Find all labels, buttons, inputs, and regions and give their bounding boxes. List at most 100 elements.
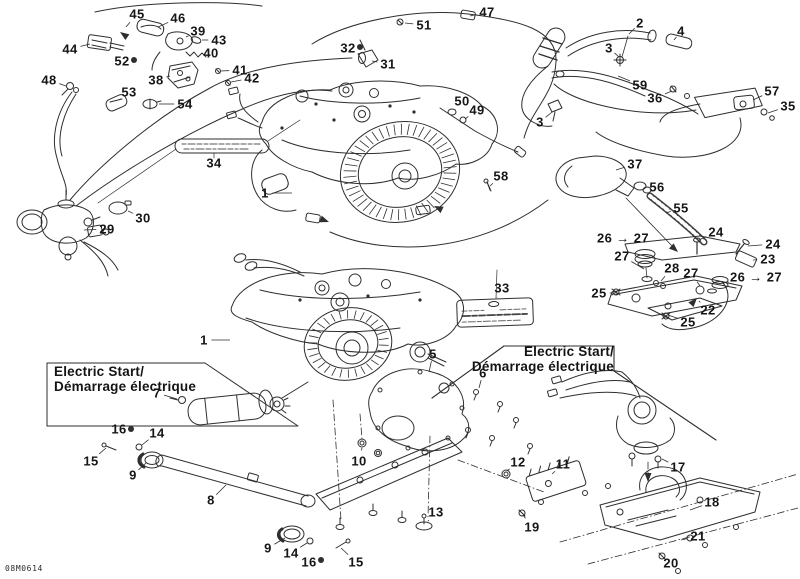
assembly-arrow [644,473,652,482]
electric-start-right-box [431,345,717,441]
lower-engine-assembly [230,253,464,381]
callout-24: 24 [708,224,724,240]
assembly-arrow [120,32,130,41]
callout-5: 5 [429,346,437,362]
callout-10: 10 [351,453,367,469]
callout-3: 3 [605,40,613,56]
upper-engine-assembly [226,80,549,248]
callout-1: 1 [261,185,269,201]
handlebar-assembly [521,27,775,158]
callout-14: 14 [149,425,165,441]
callout-leader-lines [59,14,778,563]
callout-55: 55 [673,200,689,216]
callout-22: 22 [700,302,716,318]
electric-start-left-box [46,362,299,427]
callout-56: 56 [649,179,665,195]
callout-23: 23 [760,251,776,267]
callout-11: 11 [555,456,571,472]
callout-1: 1 [200,332,208,348]
callout-42: 42 [244,70,260,86]
callout-34: 34 [206,155,222,171]
drawing-number: 08M0614 [5,564,43,573]
callout-52: 52 [114,53,130,69]
engine-mount-plate [599,466,761,574]
callout-6: 6 [479,365,487,381]
callout-8: 8 [207,492,215,508]
electric-start-label-left: Electric Start/ Démarrage électrique [54,364,196,394]
assembly-arrow [668,243,678,252]
callout-12: 12 [510,454,526,470]
callout-38: 38 [148,72,164,88]
callout-36: 36 [647,90,663,106]
callout-24: 24 [765,236,781,252]
callout-25: 25 [591,285,607,301]
callout-51: 51 [416,17,432,33]
callout-28: 28 [664,260,680,276]
note-banner [97,119,301,204]
throttle-lever-cluster [86,2,263,89]
callout-27: 27 [614,248,630,264]
callout-54: 54 [177,96,193,112]
callout-25: 25 [680,314,696,330]
callout-32: 32 [340,40,356,56]
callout-4: 4 [677,23,685,39]
warning-decal [456,269,534,328]
callout-26→27: 26 → 27 [597,230,649,246]
callout-40: 40 [203,45,219,61]
callout-16: 16 [111,421,127,437]
callout-15: 15 [83,453,99,469]
callout-26→27: 26 → 27 [730,269,782,285]
callout-30: 30 [135,210,151,226]
callout-2: 2 [636,15,644,31]
callout-44: 44 [62,41,78,57]
callout-21: 21 [690,528,706,544]
assembly-arrow [434,206,444,214]
callout-19: 19 [524,519,540,535]
callout-33: 33 [494,280,510,296]
callout-29: 29 [99,221,115,237]
callout-15: 15 [348,554,364,570]
callout-48: 48 [41,72,57,88]
callout-18: 18 [704,494,720,510]
callout-49: 49 [469,102,485,118]
callout-13: 13 [428,504,444,520]
electric-start-label-right: Electric Start/ Démarrage électrique [448,344,614,374]
callout-14: 14 [283,545,299,561]
callout-31: 31 [380,56,396,72]
callout-50: 50 [454,93,470,109]
cover-bolts [465,389,533,455]
callout-39: 39 [190,23,206,39]
generated-art-layer [120,32,697,482]
callout-20: 20 [663,555,679,571]
electric-start-left-line2: Démarrage électrique [54,379,197,394]
callout-17: 17 [670,459,686,475]
callout-16: 16 [301,554,317,570]
callout-41: 41 [232,62,248,78]
callout-43: 43 [211,32,227,48]
callout-47: 47 [479,4,495,20]
callout-46: 46 [170,10,186,26]
gasket-cover [368,368,533,455]
starter-motor [169,381,309,426]
callout-3: 3 [536,114,544,130]
frame-support [101,181,611,549]
callout-57: 57 [764,83,780,99]
callout-7: 7 [153,385,161,401]
callout-9: 9 [129,467,137,483]
callout-37: 37 [627,156,643,172]
electric-start-left-line1: Electric Start/ [54,364,145,379]
callout-45: 45 [129,6,145,22]
callout-27: 27 [683,265,699,281]
assembly-arrow [319,215,329,223]
electric-start-left-group [46,362,309,427]
electric-start-right-line1: Electric Start/ [523,344,614,359]
callout-35: 35 [780,98,796,114]
callout-58: 58 [493,168,509,184]
electric-start-right-line2: Démarrage électrique [471,359,614,374]
assembly-arrow [688,298,697,308]
callout-9: 9 [264,540,272,556]
callout-59: 59 [632,77,648,93]
